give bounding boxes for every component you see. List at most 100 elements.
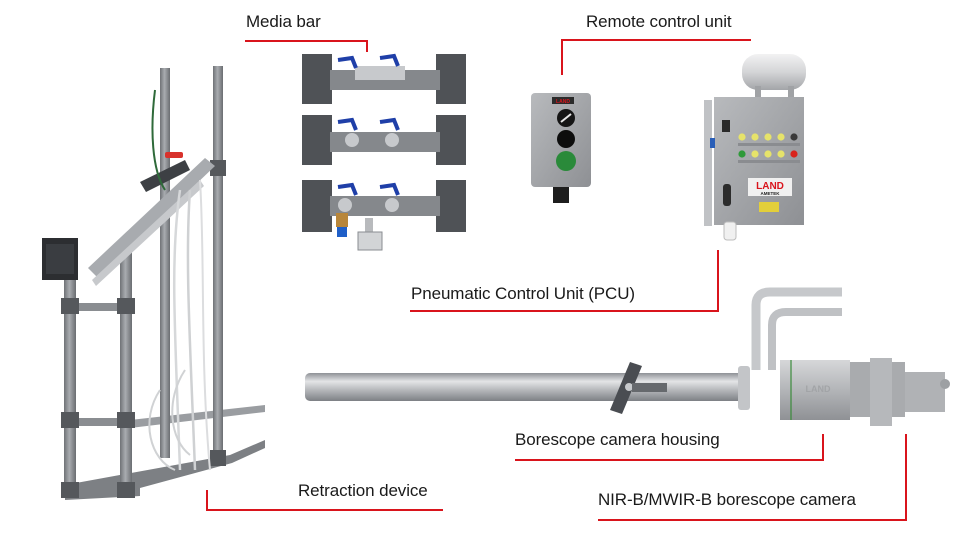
front-post-left bbox=[64, 255, 76, 495]
indicator-light bbox=[738, 133, 746, 141]
label-pneumatic-control-unit: Pneumatic Control Unit (PCU) bbox=[411, 284, 635, 303]
valve-handle bbox=[337, 117, 358, 131]
leader-line-media-bar bbox=[245, 40, 368, 42]
cable-gland bbox=[553, 187, 569, 203]
media-bar bbox=[302, 53, 466, 104]
inclined-rail-tube bbox=[92, 180, 204, 286]
back-post-right bbox=[213, 66, 223, 466]
pcu-brand-plate bbox=[748, 178, 792, 196]
indicator-light bbox=[751, 133, 759, 141]
indicator-label-strip bbox=[738, 160, 800, 163]
indicator-light bbox=[738, 150, 746, 158]
corner-connector bbox=[117, 482, 135, 498]
indicator-light bbox=[790, 150, 798, 158]
tank-mount bbox=[788, 86, 794, 98]
remote-control-unit: LAND bbox=[531, 93, 591, 203]
power-on-button bbox=[556, 151, 576, 171]
green-cable bbox=[151, 89, 166, 191]
leader-line-media-bar-drop bbox=[366, 40, 368, 52]
leader-line-retraction-rise bbox=[206, 490, 208, 511]
media-bar-assembly bbox=[302, 53, 466, 251]
valve-handle bbox=[337, 55, 358, 69]
indicator-light bbox=[764, 133, 772, 141]
corner-connector bbox=[210, 160, 226, 176]
purge-pipe bbox=[751, 287, 842, 370]
corner-connector bbox=[117, 298, 135, 314]
indicator-light bbox=[751, 150, 759, 158]
corner-connector bbox=[61, 298, 79, 314]
connector bbox=[940, 379, 950, 389]
switch bbox=[722, 120, 730, 132]
camera-housing bbox=[780, 360, 850, 420]
remote-brand-plate bbox=[552, 97, 574, 104]
filter-bowl bbox=[723, 221, 737, 241]
corner-connector bbox=[210, 450, 226, 466]
valve-handle bbox=[379, 117, 400, 131]
label-remote-control-unit: Remote control unit bbox=[586, 12, 732, 31]
leader-line-camera-rise bbox=[905, 434, 907, 521]
indicator-lights bbox=[738, 133, 800, 163]
pneumatic-control-unit: LAND AMETEK bbox=[704, 54, 806, 241]
label-retraction-device: Retraction device bbox=[298, 481, 428, 500]
indicator-light bbox=[777, 133, 785, 141]
drive-carriage bbox=[140, 160, 190, 192]
leader-line-retraction bbox=[206, 509, 443, 511]
reset-button bbox=[557, 130, 575, 148]
crossbar bbox=[64, 418, 134, 426]
borescope: LAND bbox=[305, 287, 950, 426]
pcu-brand-text: LAND bbox=[756, 181, 784, 192]
leader-line-remote-control-drop bbox=[561, 39, 563, 75]
air-tank bbox=[742, 54, 806, 90]
front-post-right bbox=[120, 245, 132, 495]
tank-mount bbox=[755, 86, 761, 98]
label-media-bar: Media bar bbox=[246, 12, 321, 31]
indicator-light bbox=[790, 133, 798, 141]
blue-connector bbox=[337, 227, 347, 237]
cable bbox=[172, 189, 182, 471]
pcu-sub-brand-text: AMETEK bbox=[761, 191, 781, 196]
handle bbox=[723, 184, 731, 206]
blue-fitting bbox=[710, 138, 715, 148]
media-bar bbox=[302, 115, 466, 165]
camera-band bbox=[870, 358, 892, 426]
clamp-pin bbox=[625, 383, 633, 391]
indicator-light bbox=[764, 150, 772, 158]
corner-connector bbox=[117, 412, 135, 428]
cable-loop bbox=[148, 389, 176, 471]
leader-line-remote-control bbox=[561, 39, 751, 41]
label-borescope-camera-housing: Borescope camera housing bbox=[515, 430, 720, 449]
valve-handle bbox=[337, 182, 358, 196]
camera-rear bbox=[905, 372, 945, 412]
leader-line-camera bbox=[598, 519, 907, 521]
crossbar bbox=[64, 303, 134, 311]
motor-box-face bbox=[46, 244, 74, 274]
cable bbox=[199, 179, 211, 471]
corner-connector bbox=[61, 482, 79, 498]
label-borescope-camera: NIR-B/MWIR-B borescope camera bbox=[598, 490, 856, 509]
pipework bbox=[704, 100, 712, 226]
clamp-arm bbox=[632, 383, 667, 392]
brass-regulator bbox=[336, 213, 348, 227]
base-frame bbox=[65, 440, 265, 500]
leader-line-pcu-rise bbox=[717, 250, 719, 312]
leader-line-housing-rise bbox=[822, 434, 824, 461]
flange bbox=[738, 366, 750, 410]
valve-handle bbox=[379, 182, 400, 196]
borescope-tube bbox=[305, 373, 745, 401]
switch-pointer bbox=[560, 113, 572, 123]
back-post-left bbox=[160, 68, 170, 458]
corner-connector bbox=[61, 412, 79, 428]
inclined-rail bbox=[88, 158, 215, 278]
cable bbox=[186, 189, 197, 471]
leader-line-housing bbox=[515, 459, 824, 461]
indicator-label-strip bbox=[738, 143, 800, 146]
indicator-light bbox=[777, 150, 785, 158]
warning-label bbox=[759, 202, 779, 212]
media-bar bbox=[302, 180, 466, 251]
leader-line-pcu bbox=[410, 310, 719, 312]
cable-loop bbox=[171, 369, 191, 456]
remote-brand-text: LAND bbox=[556, 99, 570, 105]
retraction-device bbox=[42, 66, 265, 500]
housing-brand-text: LAND bbox=[806, 384, 831, 394]
